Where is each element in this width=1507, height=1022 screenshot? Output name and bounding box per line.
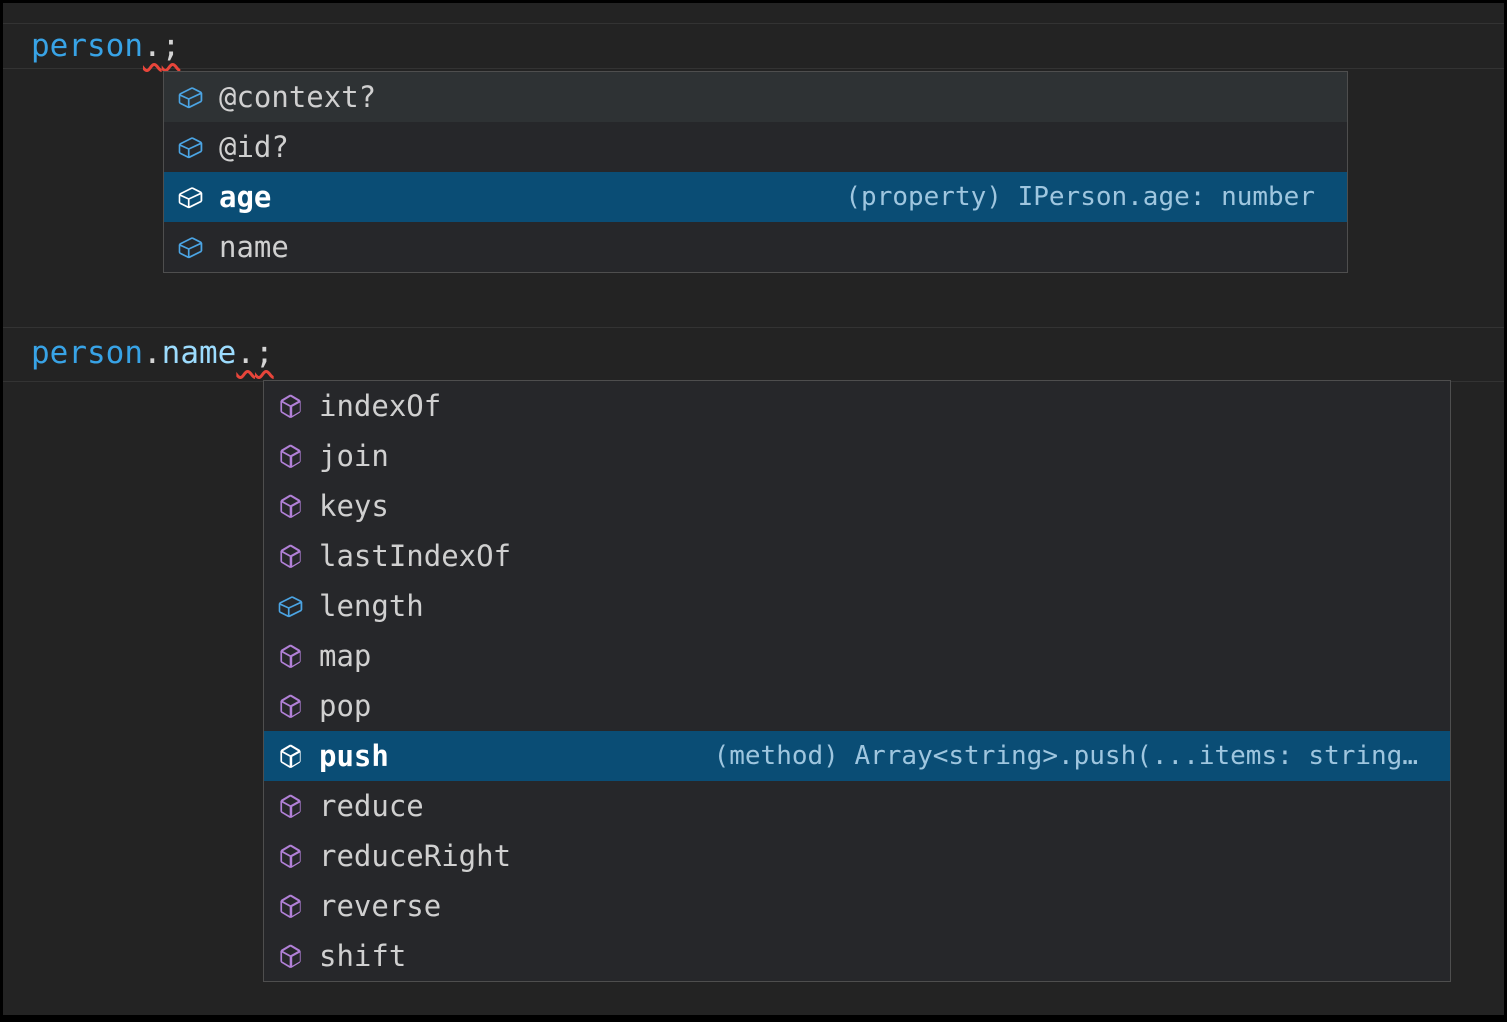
symbol-method-icon [277, 443, 304, 470]
completion-item-detail: (property) IPerson.age: number [845, 182, 1315, 212]
code-token-error: ; [161, 28, 181, 64]
code-editor[interactable]: person.; person.name.; @context?@id?age(… [3, 3, 1504, 1015]
symbol-field-icon [177, 134, 204, 161]
code-line-2[interactable]: person.name.; [31, 330, 274, 376]
completion-item-label: reduce [319, 789, 424, 823]
symbol-method-icon [277, 493, 304, 520]
completion-item-label: indexOf [319, 389, 442, 423]
code-token: name [161, 335, 237, 371]
suggest-widget-person: @context? @id? age (property) IPerson.age: … [163, 71, 1348, 273]
symbol-field-icon [177, 184, 204, 211]
completion-item-label: pop [319, 689, 372, 723]
completion-item-lastindexof[interactable]: lastIndexOf [264, 531, 1450, 581]
completion-item-pop[interactable]: pop [264, 681, 1450, 731]
completion-item-label: @context? [219, 80, 377, 114]
completion-item-name[interactable]: name [164, 222, 1347, 272]
completion-item-label: name [219, 230, 289, 264]
completion-item-label: lastIndexOf [319, 539, 512, 573]
completion-item-label: push [319, 739, 389, 773]
symbol-method-icon [277, 943, 304, 970]
completion-item-shift[interactable]: shift [264, 931, 1450, 981]
symbol-method-icon [277, 743, 304, 770]
completion-item-map[interactable]: map [264, 631, 1450, 681]
current-line-highlight [3, 23, 1504, 69]
completion-item-reverse[interactable]: reverse [264, 881, 1450, 931]
code-token-error: . [142, 28, 162, 64]
symbol-method-icon [277, 693, 304, 720]
symbol-method-icon [277, 843, 304, 870]
completion-item-label: keys [319, 489, 389, 523]
completion-item-label: map [319, 639, 372, 673]
completion-item-label: length [319, 589, 424, 623]
suggest-widget-person-name: indexOf join keys lastIndexOf length map pop pu… [263, 380, 1451, 982]
code-token-error: ; [254, 335, 274, 371]
symbol-method-icon [277, 893, 304, 920]
code-token: person [31, 335, 143, 371]
symbol-method-icon [277, 543, 304, 570]
completion-item-length[interactable]: length [264, 581, 1450, 631]
symbol-field-icon [177, 234, 204, 261]
symbol-method-icon [277, 793, 304, 820]
completion-item-label: reduceRight [319, 839, 512, 873]
code-token: . [142, 335, 162, 371]
code-token: person [31, 28, 143, 64]
code-token-error: . [236, 335, 255, 371]
completion-item-context[interactable]: @context? [164, 72, 1347, 122]
code-line-1[interactable]: person.; [31, 23, 180, 69]
completion-item-reduceright[interactable]: reduceRight [264, 831, 1450, 881]
completion-item-push[interactable]: push (method) Array<string>.push(...items… [264, 731, 1450, 781]
completion-item-detail: (method) Array<string>.push(...items: st… [713, 741, 1418, 771]
completion-item-label: reverse [319, 889, 442, 923]
completion-item-reduce[interactable]: reduce [264, 781, 1450, 831]
completion-item-label: shift [319, 939, 407, 973]
completion-item-indexof[interactable]: indexOf [264, 381, 1450, 431]
completion-item-keys[interactable]: keys [264, 481, 1450, 531]
completion-item-label: age [219, 180, 272, 214]
symbol-method-icon [277, 393, 304, 420]
completion-item-label: @id? [219, 130, 289, 164]
symbol-field-icon [177, 84, 204, 111]
symbol-field-icon [277, 593, 304, 620]
completion-item-age[interactable]: age (property) IPerson.age: number [164, 172, 1347, 222]
completion-item-label: join [319, 439, 389, 473]
symbol-method-icon [277, 643, 304, 670]
completion-item-join[interactable]: join [264, 431, 1450, 481]
completion-item-id[interactable]: @id? [164, 122, 1347, 172]
